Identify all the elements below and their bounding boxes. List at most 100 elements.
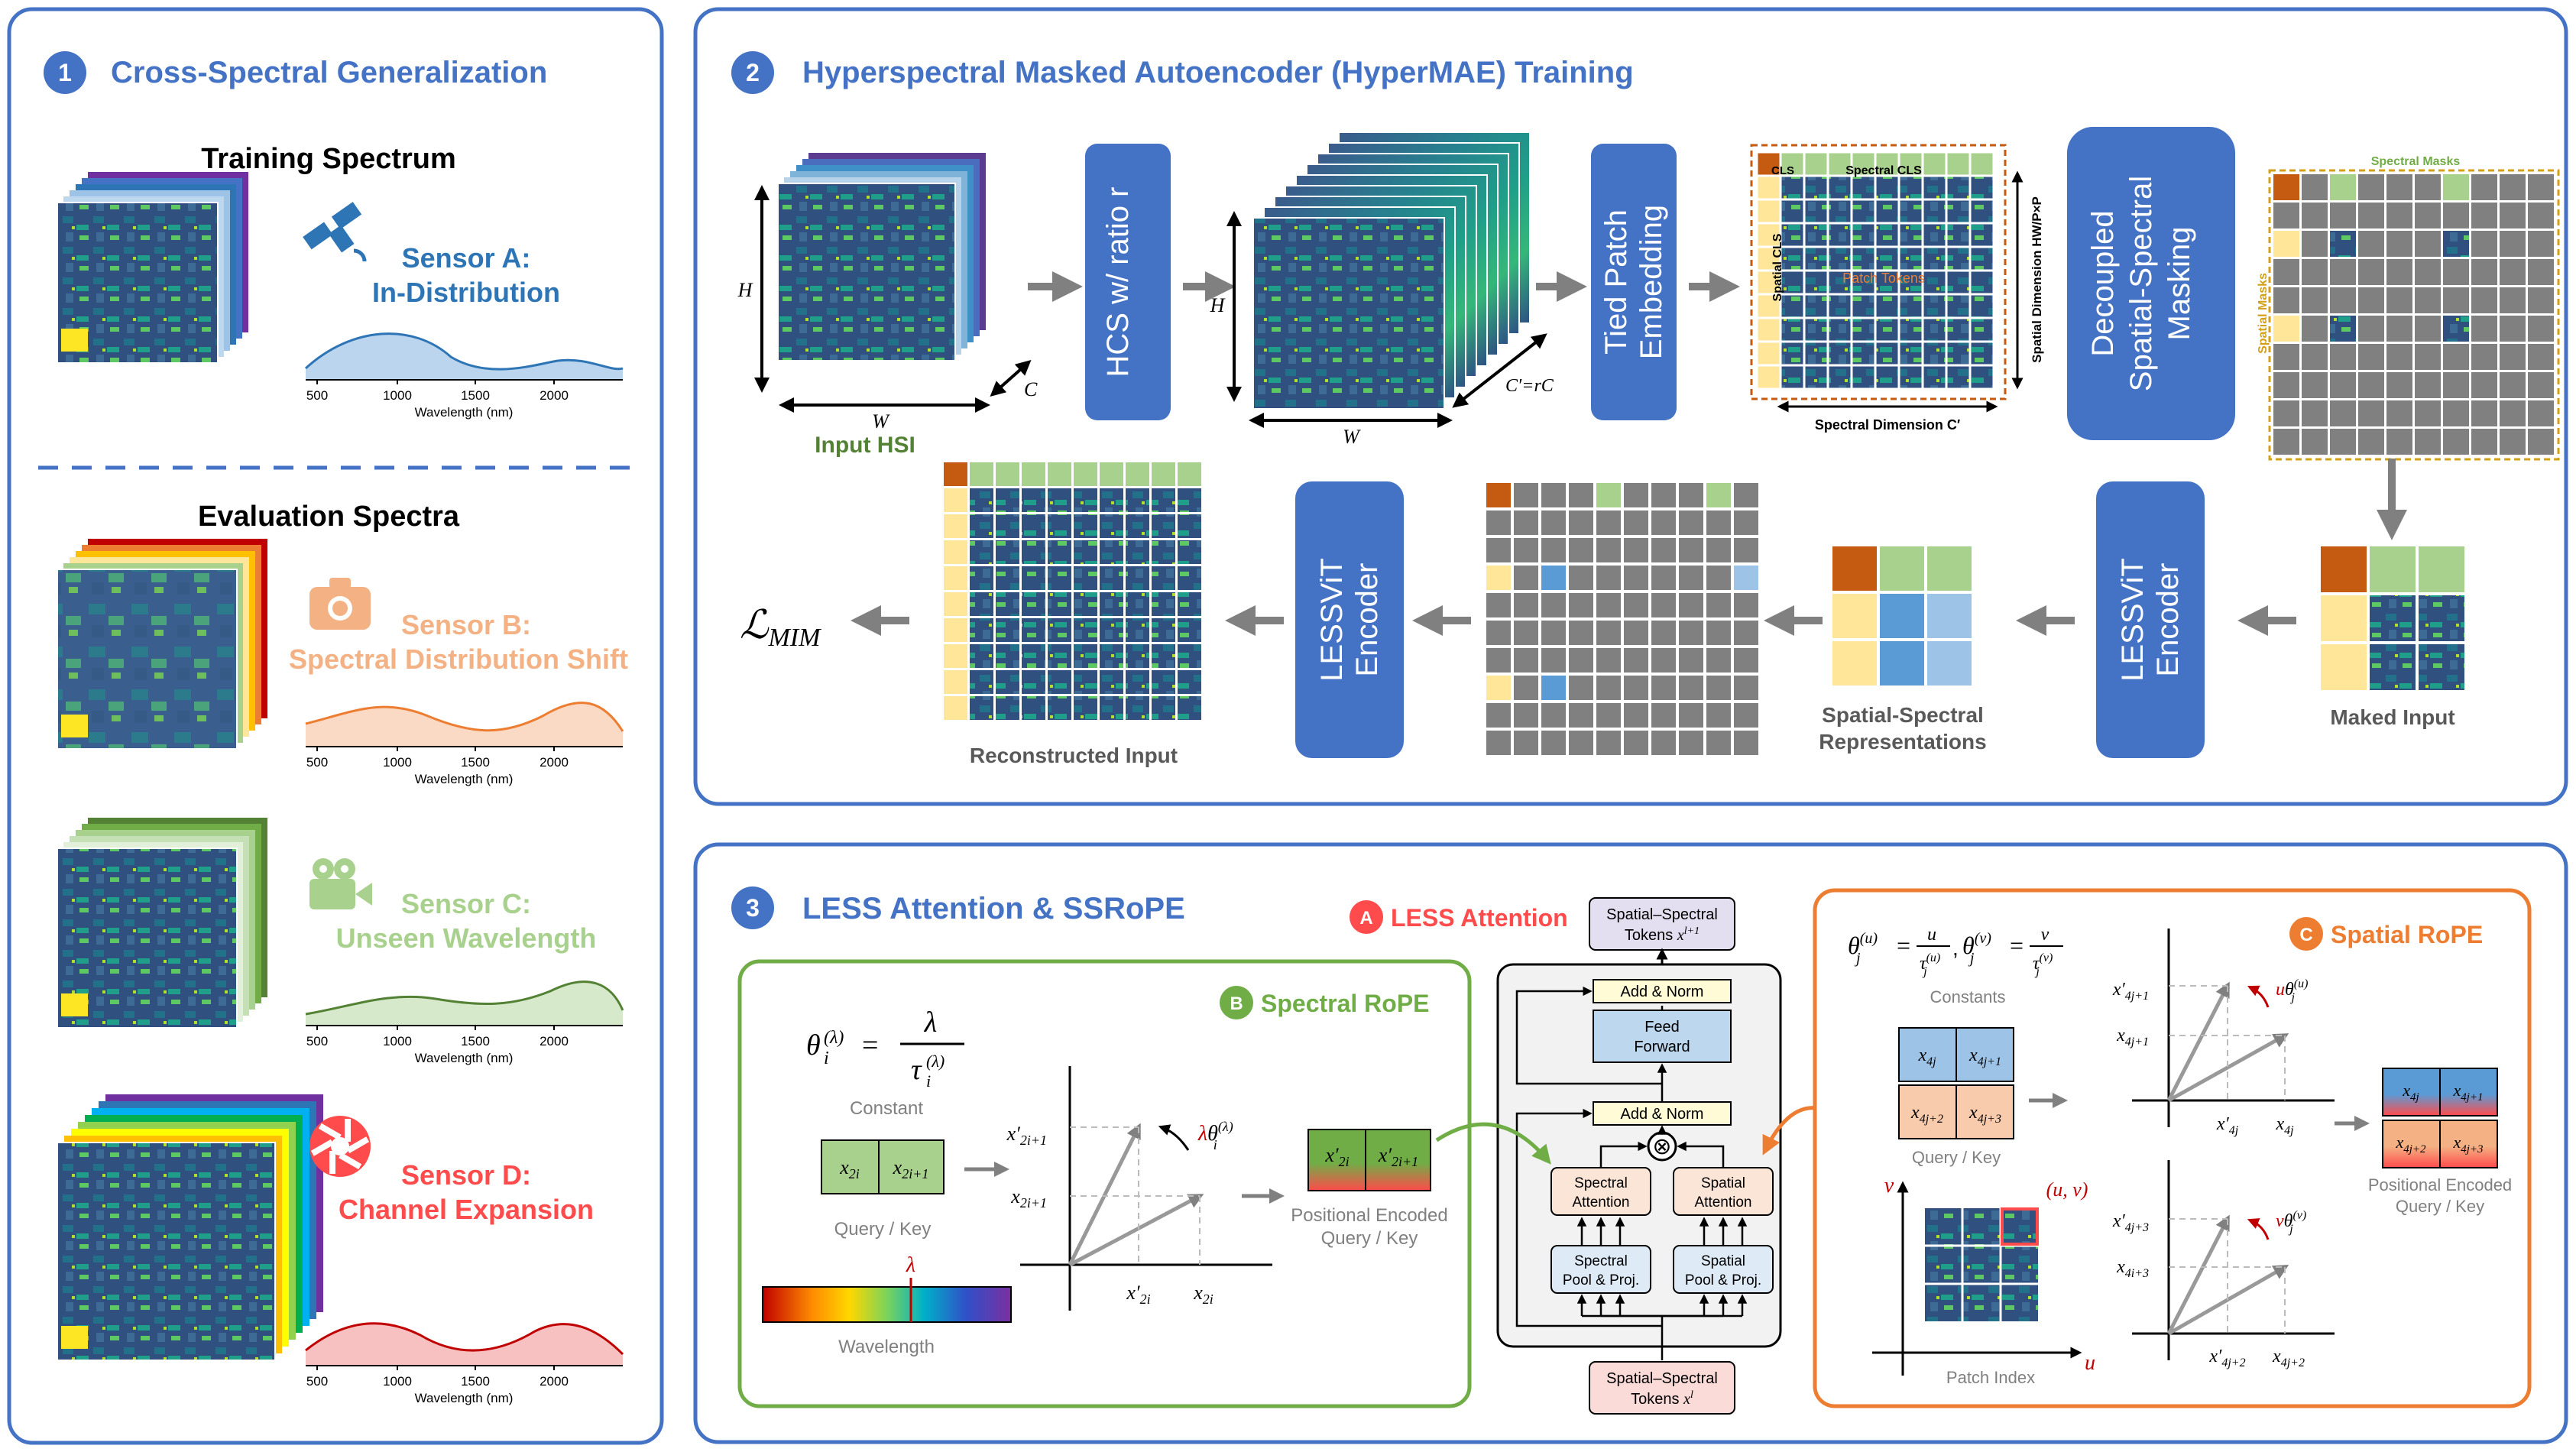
reconstructed-cell — [970, 670, 993, 694]
layout-cell — [1624, 538, 1648, 562]
layout-cell — [1624, 648, 1648, 673]
grid-token — [1899, 152, 1923, 176]
sensor-name: Sensor C: — [401, 888, 531, 919]
mask-cell — [2273, 400, 2299, 426]
layout-cell — [1651, 483, 1676, 507]
reconstructed-cell — [944, 488, 967, 512]
spatial-attention-line1: Spatial — [1701, 1175, 1745, 1191]
mask-cell — [2443, 287, 2469, 313]
mask-cell — [2528, 174, 2554, 200]
mask-cell — [2500, 174, 2526, 200]
grid-token — [1781, 176, 1804, 199]
mask-cell — [2415, 287, 2441, 313]
mask-cell — [2528, 287, 2554, 313]
layout-cell — [1541, 621, 1566, 645]
reconstructed-cell — [1100, 540, 1123, 564]
mask-cell — [2471, 400, 2497, 426]
training-spectrum-heading: Training Spectrum — [201, 143, 456, 175]
grid-token — [1923, 271, 1946, 294]
query-key-token-2 — [878, 1139, 945, 1194]
grid-token — [1970, 365, 1994, 389]
mask-cell — [2528, 203, 2554, 228]
ffn-line1: Feed — [1644, 1019, 1680, 1036]
reconstructed-cell — [1048, 540, 1071, 564]
layout-cell — [1486, 538, 1511, 562]
mask-cell — [2443, 231, 2469, 257]
mask-cell — [2358, 174, 2384, 200]
token-grid-frame — [1750, 144, 2007, 400]
layout-cell — [1706, 538, 1731, 562]
panel2-number: 2 — [746, 59, 760, 86]
reconstructed-cell — [970, 514, 993, 538]
grid-token — [1923, 176, 1946, 199]
grid-token — [1970, 271, 1994, 294]
mask-cell — [2471, 231, 2497, 257]
layout-cell — [1624, 593, 1648, 617]
mask-cell — [2471, 316, 2497, 342]
reconstructed-cell — [970, 540, 993, 564]
mask-cell — [2273, 429, 2299, 455]
multiply-symbol: ⊗ — [1652, 1134, 1671, 1159]
reconstructed-cell — [1048, 514, 1071, 538]
reconstructed-cell — [944, 618, 967, 642]
layout-cell — [1596, 538, 1621, 562]
reconstructed-cell — [1152, 514, 1175, 538]
grid-token — [1946, 199, 1970, 223]
mask-cell — [2302, 287, 2328, 313]
grid-token — [1899, 342, 1923, 365]
reconstructed-cell — [1048, 488, 1071, 512]
grid-token — [1923, 223, 1946, 247]
panel-less-attention: 3 LESS Attention & SSRoPE B Spectral RoP… — [693, 842, 2568, 1444]
grid-token — [1757, 271, 1781, 294]
reconstructed-cell — [1152, 592, 1175, 616]
reconstructed-cell — [1074, 644, 1097, 668]
layout-cell — [1706, 566, 1731, 590]
panel2-number-badge — [731, 51, 774, 94]
encoded-token-2 — [1365, 1129, 1431, 1191]
dim-c-label: C — [1024, 378, 1038, 400]
mask-cell — [2330, 400, 2356, 426]
evaluation-spectra-heading: Evaluation Spectra — [198, 501, 460, 533]
lessvit-decoder-block — [1295, 481, 1404, 758]
svg-text:(λ): (λ) — [926, 1052, 945, 1071]
reconstructed-cell — [944, 696, 967, 720]
mask-cell — [2358, 344, 2384, 370]
mask-cell — [2302, 203, 2328, 228]
layout-cell — [1624, 676, 1648, 700]
layout-cell — [1541, 648, 1566, 673]
grid-token — [1875, 365, 1899, 389]
grid-token — [1946, 271, 1970, 294]
mask-cell — [2415, 174, 2441, 200]
mask-cell — [2386, 203, 2412, 228]
grid-token — [1852, 318, 1875, 342]
layout-cell — [1596, 676, 1621, 700]
mask-cell — [2330, 429, 2356, 455]
hsi-image — [57, 1142, 276, 1361]
reconstructed-cell — [996, 488, 1019, 512]
reconstructed-cell — [944, 670, 967, 694]
spectrum-tick-label: 1000 — [383, 1374, 412, 1389]
spectrum-axis-label: Wavelength (nm) — [415, 1391, 514, 1405]
layout-cell — [1596, 648, 1621, 673]
grid-token — [1899, 247, 1923, 271]
encoder2-line2: Encoder — [1350, 563, 1384, 677]
layout-cell — [1624, 483, 1648, 507]
grid-token — [1875, 271, 1899, 294]
reconstructed-cell — [1178, 540, 1201, 564]
grid-token — [1828, 342, 1852, 365]
layout-cell — [1734, 538, 1758, 562]
grid-token — [1923, 247, 1946, 271]
layout-cell — [1706, 593, 1731, 617]
aperture-icon — [309, 1116, 371, 1177]
sensor-description: Spectral Distribution Shift — [289, 643, 628, 675]
grid-token — [1828, 365, 1852, 389]
layout-cell — [1569, 621, 1593, 645]
masked-token-grid — [2268, 169, 2560, 461]
patch-index-plot — [1872, 1181, 2082, 1376]
layout-cell — [1679, 648, 1703, 673]
svg-text:θ: θ — [806, 1029, 821, 1061]
grid-token — [1946, 318, 1970, 342]
mask-cell — [2358, 372, 2384, 398]
mask-cell — [2415, 231, 2441, 257]
mask-cell — [2528, 429, 2554, 455]
